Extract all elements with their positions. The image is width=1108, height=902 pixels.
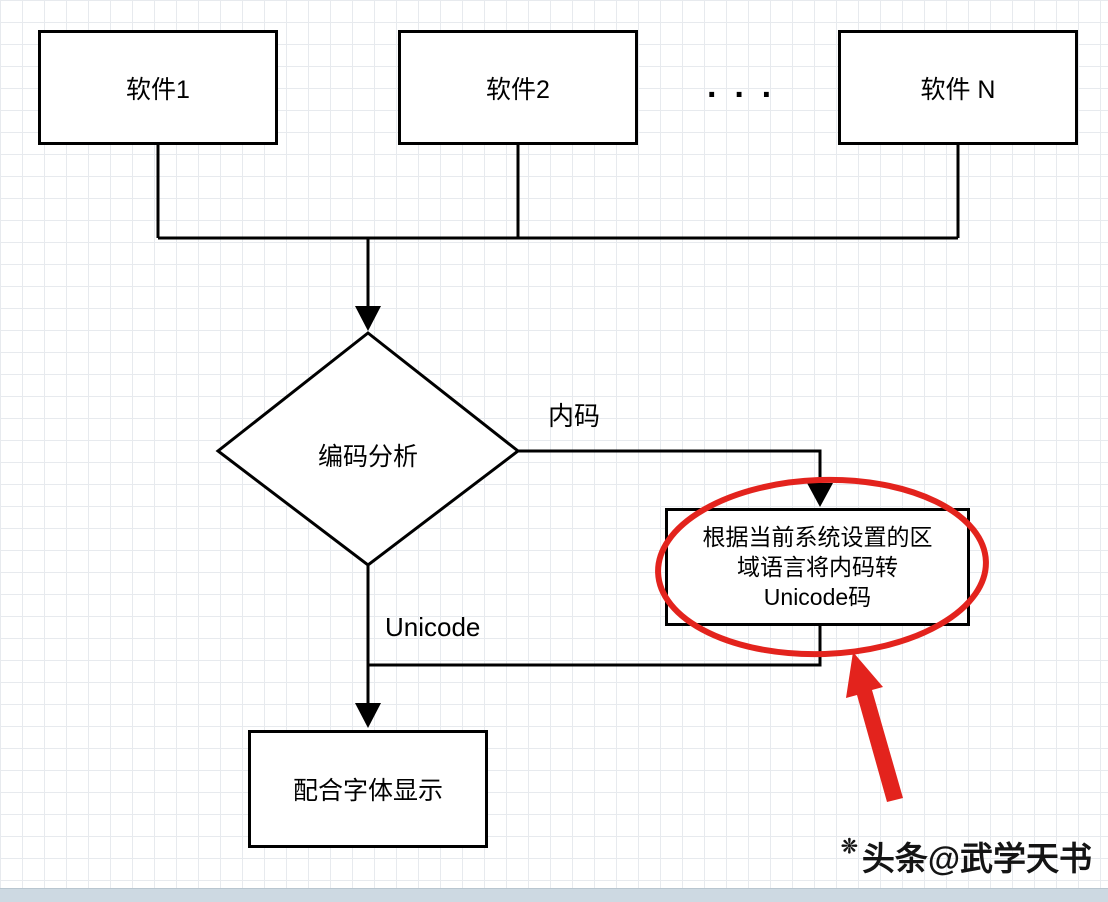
node-software-2: 软件2 bbox=[398, 30, 638, 145]
edge-label-internal-code: 内码 bbox=[548, 401, 601, 431]
watermark-text: 头条@武学天书 bbox=[861, 840, 1092, 877]
convert-node-line-3: Unicode码 bbox=[763, 584, 872, 610]
decision-node-label: 编码分析 bbox=[317, 443, 418, 471]
convert-node-line-1: 根据当前系统设置的区 bbox=[702, 524, 933, 550]
ellipsis-dots: ··· bbox=[707, 76, 789, 114]
convert-node-line-2: 域语言将内码转 bbox=[737, 554, 898, 580]
arrowhead-into-decision bbox=[355, 306, 381, 331]
node-font-display: 配合字体显示 bbox=[248, 730, 488, 848]
node-software-1: 软件1 bbox=[38, 30, 278, 145]
node-software-n: 软件 N bbox=[838, 30, 1078, 145]
watermark-star-icon: ❊ bbox=[841, 835, 858, 858]
arrowhead-into-display bbox=[355, 703, 381, 728]
arrowhead-into-convert bbox=[807, 483, 833, 507]
edge-label-unicode: Unicode bbox=[385, 612, 481, 642]
horizontal-scrollbar[interactable] bbox=[0, 888, 1108, 902]
watermark: ❊ 头条@武学天书 bbox=[841, 832, 1092, 880]
node-convert-to-unicode: 根据当前系统设置的区 域语言将内码转 Unicode码 bbox=[665, 508, 970, 626]
decision-to-convert-connector bbox=[518, 449, 822, 494]
top-merge-connectors bbox=[156, 145, 960, 318]
highlight-arrow bbox=[846, 652, 903, 802]
